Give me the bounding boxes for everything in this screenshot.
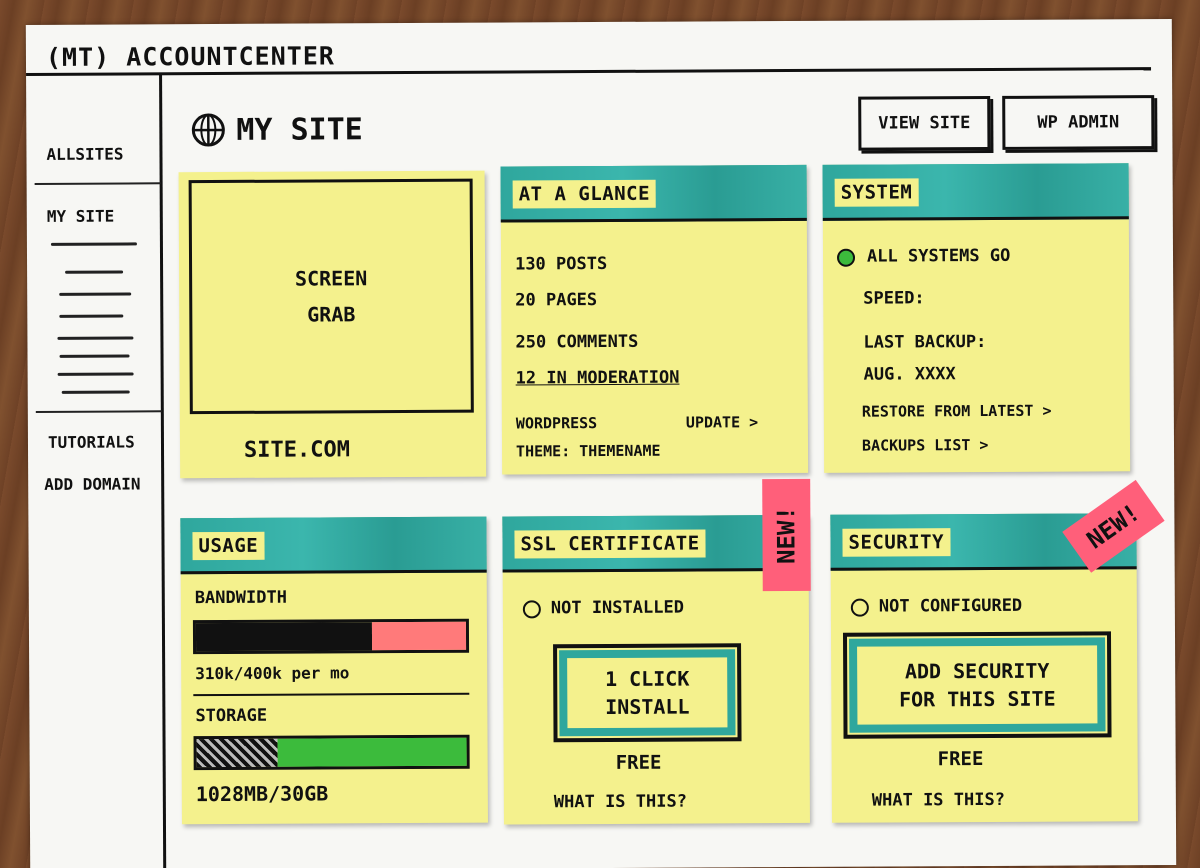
- restore-latest-link[interactable]: RESTORE FROM LATEST >: [861, 401, 1052, 421]
- system-status: ALL SYSTEMS GO: [866, 245, 1011, 267]
- site-preview-card: SCREEN GRAB SITE.COM: [178, 170, 487, 479]
- card-header: USAGE: [180, 516, 487, 575]
- site-domain[interactable]: SITE.COM: [243, 437, 351, 463]
- storage-used-fill: [196, 738, 278, 768]
- usage-divider: [193, 692, 470, 697]
- sidebar-subitem[interactable]: [65, 270, 124, 274]
- card-title: USAGE: [192, 531, 265, 561]
- speed-label: SPEED:: [863, 288, 925, 309]
- security-button-line2: FOR THIS SITE: [898, 686, 1056, 712]
- sidebar: ALLSITES MY SITE TUTORIALS ADD DOMAIN: [26, 19, 1172, 494]
- security-price: FREE: [937, 748, 984, 771]
- posts-count[interactable]: 130 POSTS: [515, 253, 608, 275]
- sidebar-item-all-sites[interactable]: ALLSITES: [46, 144, 124, 164]
- storage-label: STORAGE: [195, 705, 268, 727]
- bandwidth-used-fill: [195, 622, 372, 652]
- card-header: AT A GLANCE: [500, 164, 807, 223]
- globe-icon: [191, 113, 225, 147]
- pages-count[interactable]: 20 PAGES: [515, 290, 598, 311]
- one-click-install-button[interactable]: 1 CLICK INSTALL: [553, 643, 742, 743]
- system-card: SYSTEM ALL SYSTEMS GO SPEED: LAST BACKUP…: [822, 163, 1131, 473]
- ssl-status: NOT INSTALLED: [550, 597, 684, 619]
- bandwidth-bar: [192, 618, 470, 655]
- sidebar-item-tutorials[interactable]: TUTORIALS: [47, 432, 135, 452]
- sidebar-item-add-domain[interactable]: ADD DOMAIN: [44, 474, 141, 494]
- moderation-count[interactable]: 12 IN MODERATION: [515, 367, 680, 389]
- status-empty-icon: [850, 598, 869, 617]
- sidebar-item-my-site[interactable]: MY SITE: [46, 206, 115, 226]
- ssl-new-badge-text: NEW!: [772, 506, 801, 565]
- status-empty-icon: [522, 600, 541, 619]
- sidebar-subitem[interactable]: [57, 336, 134, 340]
- sidebar-divider-line: [35, 410, 162, 413]
- sidebar-divider-line: [34, 182, 161, 185]
- ssl-price: FREE: [615, 751, 662, 774]
- theme-name[interactable]: THEME: THEMENAME: [515, 441, 661, 461]
- wordpress-label: WORDPRESS: [515, 414, 598, 433]
- sidebar-subitem[interactable]: [59, 292, 132, 296]
- page-title-text: MY SITE: [236, 111, 363, 148]
- backups-list-link[interactable]: BACKUPS LIST >: [861, 435, 989, 455]
- security-status: NOT CONFIGURED: [878, 595, 1023, 617]
- screen-grab-line2: GRAB: [307, 302, 356, 327]
- last-backup-label: LAST BACKUP:: [863, 331, 987, 353]
- sidebar-subitem[interactable]: [59, 314, 124, 318]
- status-ok-icon: [836, 248, 856, 267]
- sidebar-subitem[interactable]: [59, 354, 130, 358]
- ssl-new-badge: NEW!: [762, 478, 811, 592]
- sidebar-active-underline: [50, 242, 137, 246]
- security-what-is-this-link[interactable]: WHAT IS THIS?: [871, 789, 1005, 811]
- wireframe-sheet: (MT) ACCOUNTCENTER ALLSITES MY SITE TUTO…: [25, 19, 1177, 868]
- page-title: MY SITE: [190, 111, 363, 148]
- card-title: SYSTEM: [834, 178, 919, 207]
- sidebar-divider: [159, 74, 167, 868]
- last-backup-date: AUG. XXXX: [863, 364, 956, 385]
- storage-remaining-fill: [277, 737, 467, 767]
- add-security-button[interactable]: ADD SECURITY FOR THIS SITE: [842, 631, 1112, 739]
- storage-bar: [193, 734, 470, 771]
- storage-value: 1028MB/30GB: [195, 781, 329, 807]
- card-header: SYSTEM: [822, 163, 1129, 221]
- card-title: SECURITY: [842, 528, 951, 557]
- sidebar-subitem[interactable]: [61, 390, 130, 394]
- install-button-line2: INSTALL: [605, 694, 690, 719]
- card-title: SSL CERTIFICATE: [514, 529, 706, 559]
- bandwidth-label: BANDWIDTH: [194, 587, 287, 609]
- app-title: (MT) ACCOUNTCENTER: [45, 41, 335, 72]
- comments-count[interactable]: 250 COMMENTS: [515, 331, 639, 353]
- card-title: AT A GLANCE: [512, 179, 657, 209]
- wordpress-update-link[interactable]: UPDATE >: [685, 413, 759, 432]
- security-button-line1: ADD SECURITY: [904, 658, 1050, 684]
- usage-card: USAGE BANDWIDTH 310k/400k per mo STORAGE…: [180, 516, 488, 825]
- bandwidth-value: 310k/400k per mo: [195, 663, 350, 684]
- at-a-glance-card: AT A GLANCE 130 POSTS 20 PAGES 250 COMME…: [500, 164, 809, 475]
- bandwidth-remaining-fill: [371, 621, 467, 651]
- wp-admin-button[interactable]: WP ADMIN: [1002, 95, 1155, 150]
- ssl-what-is-this-link[interactable]: WHAT IS THIS?: [553, 791, 687, 813]
- view-site-button[interactable]: VIEW SITE: [858, 95, 991, 151]
- screen-grab-line1: SCREEN: [294, 266, 368, 291]
- install-button-line1: 1 CLICK: [605, 666, 690, 691]
- sidebar-subitem[interactable]: [57, 372, 134, 376]
- screen-grab-placeholder[interactable]: SCREEN GRAB: [188, 178, 474, 415]
